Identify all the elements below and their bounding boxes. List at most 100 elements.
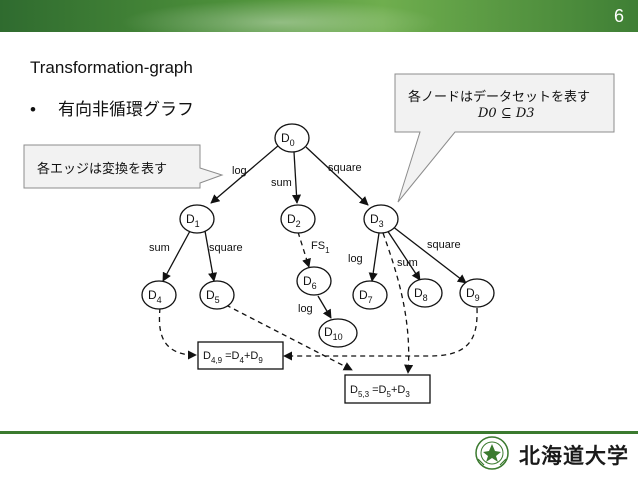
slide-title: Transformation-graph (30, 58, 193, 77)
callout-nodes-box (394, 73, 615, 203)
node-d2-sub: 2 (296, 219, 301, 229)
d49-sub1: 4,9 (211, 356, 223, 365)
d53-sub3: 3 (405, 390, 410, 399)
header-shine (120, 0, 440, 32)
edge-label-log-d0: log (232, 165, 247, 177)
d49-sub3: 9 (258, 356, 263, 365)
edge-d0-d1 (210, 144, 280, 204)
edge-label-log-d3: log (348, 253, 363, 265)
edge-label-square-d1: square (209, 242, 243, 254)
node-d10-sub: 10 (333, 332, 343, 342)
node-d3-base: D (370, 212, 379, 226)
graph-dashed-edges (158, 231, 478, 374)
node-d1-base: D (186, 212, 195, 226)
node-d6-base: D (303, 274, 312, 288)
node-d6-sub: 6 (312, 281, 317, 291)
svg-text:D9: D9 (466, 286, 480, 303)
node-d2-base: D (287, 212, 296, 226)
fs-sub: 1 (325, 246, 330, 255)
edge-d6-d10 (317, 295, 332, 319)
d49-plus: +D (244, 350, 258, 362)
node-d7-base: D (359, 288, 368, 302)
edge-d3-d9 (391, 225, 467, 284)
fs-base: FS (311, 240, 325, 252)
node-d3: D3 (363, 204, 399, 234)
d53-base1: D (350, 384, 358, 396)
edge-d1-d5 (204, 230, 218, 282)
edge-labels: log sum square sum square FS1 log log su… (149, 162, 461, 315)
edge-label-square-d0: square (328, 162, 362, 174)
d53-plus: +D (391, 384, 405, 396)
svg-text:D3: D3 (370, 212, 384, 229)
node-d5-base: D (206, 288, 215, 302)
edge-label-log-d6: log (298, 303, 313, 315)
svg-text:D0: D0 (281, 131, 295, 148)
svg-text:D7: D7 (359, 288, 373, 305)
callout-edges-text: 各エッジは変換を表す (37, 162, 168, 177)
node-d0: D0 (274, 123, 310, 153)
edge-label-square-d3: square (427, 239, 461, 251)
node-d3-sub: 3 (379, 219, 384, 229)
combined-box-d49: D4,9 =D4+D9 (197, 341, 284, 370)
d53-eq: =D (369, 384, 386, 396)
node-d10: D10 (318, 318, 358, 348)
node-d0-sub: 0 (290, 138, 295, 148)
node-d5: D5 (199, 280, 235, 310)
node-d8: D8 (407, 278, 443, 308)
node-d1: D1 (179, 204, 215, 234)
svg-text:D6: D6 (303, 274, 317, 291)
edge-label-sum-d0: sum (271, 177, 292, 189)
node-d5-sub: 5 (215, 295, 220, 305)
svg-text:D10: D10 (324, 325, 343, 342)
svg-text:D4: D4 (148, 288, 162, 305)
callout-edges-box (23, 144, 224, 189)
footer-divider (0, 431, 638, 434)
d49-sub2: 4 (240, 356, 245, 365)
node-d7: D7 (352, 280, 388, 310)
edge-d4-d49 (158, 307, 197, 360)
svg-text:D8: D8 (414, 286, 428, 303)
edge-d2-d6 (297, 231, 311, 268)
d49-eq: =D (222, 350, 239, 362)
hokkaido-university-emblem-icon (475, 436, 509, 470)
bullet-text: 有向非循環グラフ (58, 100, 194, 120)
edge-label-fs1: FS1 (311, 240, 330, 255)
edge-d3-d8 (386, 229, 421, 281)
node-d9: D9 (459, 278, 495, 308)
graph-nodes: D0 D1 D2 D3 D4 D5 (141, 123, 495, 348)
university-name: 北海道大学 (519, 443, 629, 468)
node-d4-base: D (148, 288, 157, 302)
edge-d3-d7 (368, 232, 380, 282)
node-d8-sub: 8 (423, 293, 428, 303)
d53-sub1: 5,3 (358, 390, 370, 399)
d49-base1: D (203, 350, 211, 362)
node-d6: D6 (296, 266, 332, 296)
node-d9-base: D (466, 286, 475, 300)
svg-text:D2: D2 (287, 212, 301, 229)
combined-box-d53: D5,3 =D5+D3 (344, 374, 431, 404)
callout-nodes-line1: 各ノードはデータセットを表す (408, 90, 591, 105)
node-d8-base: D (414, 286, 423, 300)
edge-label-sum-d3: sum (397, 257, 418, 269)
header-bar: 6 (0, 0, 638, 32)
page-number: 6 (613, 6, 624, 26)
node-d10-base: D (324, 325, 333, 339)
edge-d1-d4 (162, 230, 191, 282)
svg-text:D1: D1 (186, 212, 200, 229)
callout-nodes-line2: D0 ⊆ D3 (478, 106, 535, 121)
d53-sub2: 5 (387, 390, 392, 399)
bullet-marker: • (30, 100, 36, 119)
graph-edges (162, 144, 467, 319)
edge-label-sum-d1: sum (149, 242, 170, 254)
svg-text:D5: D5 (206, 288, 220, 305)
edge-d0-d2 (291, 151, 302, 204)
node-d1-sub: 1 (195, 219, 200, 229)
svg-text:D4,9 =D4+D9: D4,9 =D4+D9 (203, 350, 263, 365)
node-d2: D2 (280, 204, 316, 234)
node-d7-sub: 7 (368, 295, 373, 305)
node-d4-sub: 4 (157, 295, 162, 305)
node-d4: D4 (141, 280, 177, 310)
svg-text:D5,3 =D5+D3: D5,3 =D5+D3 (350, 384, 410, 399)
